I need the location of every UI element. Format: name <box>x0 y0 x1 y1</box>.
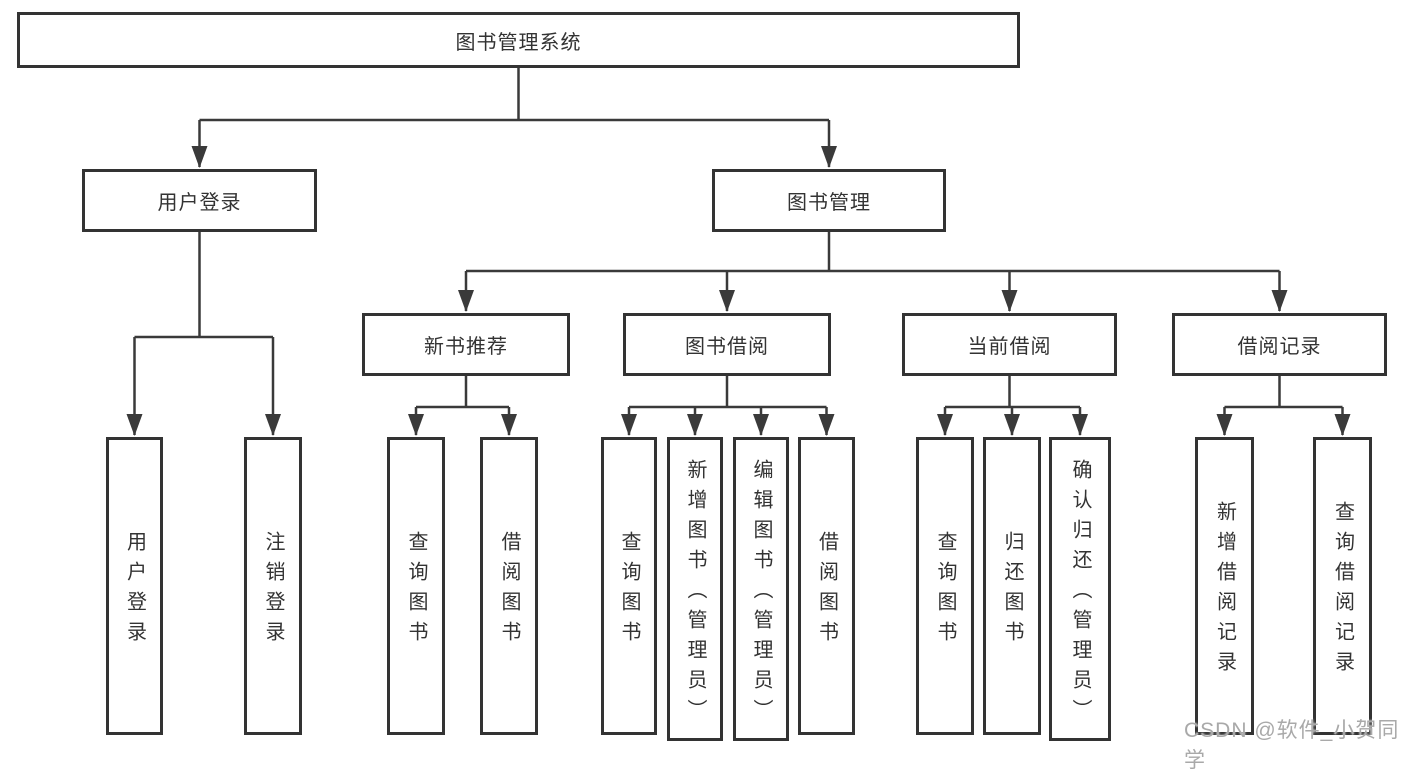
node-book-management-label: 图书管理 <box>787 192 871 214</box>
node-current-borrowing: 当前借阅 <box>902 313 1117 376</box>
leaf-return-books-label: 归还图书 <box>1001 531 1023 651</box>
connector-user-login-rail <box>134 232 273 339</box>
leaf-add-borrow-record: 新增借阅记录 <box>1195 437 1254 735</box>
connector-book-borrowing-rail <box>629 376 827 409</box>
node-new-book-recommend: 新书推荐 <box>362 313 570 376</box>
leaf-query-books-current: 查询图书 <box>916 437 974 735</box>
node-user-login-label: 用户登录 <box>157 192 242 214</box>
connector-borrowing-records-rail <box>1224 376 1343 409</box>
leaf-add-books-admin: 新增图书（管理员） <box>667 437 723 741</box>
leaf-query-borrow-record: 查询借阅记录 <box>1313 437 1372 735</box>
node-current-borrowing-label: 当前借阅 <box>967 336 1052 358</box>
connector-new-book-recommend-rail <box>416 376 509 409</box>
connector-book-management-rail <box>466 232 1280 273</box>
leaf-query-books-rec-label: 查询图书 <box>405 531 427 651</box>
node-borrowing-records: 借阅记录 <box>1172 313 1387 376</box>
connector-current-borrowing-rail <box>945 376 1080 409</box>
node-book-management: 图书管理 <box>712 169 946 232</box>
diagram-canvas: 图书管理系统 用户登录 图书管理 新书推荐 图书借阅 当前借阅 借阅记录 用户登… <box>17 12 1398 772</box>
watermark-text: CSDN @软件_小贺同学 <box>1184 719 1400 772</box>
node-root-label: 图书管理系统 <box>455 31 582 54</box>
node-book-borrowing-label: 图书借阅 <box>685 336 769 358</box>
leaf-query-books-current-label: 查询图书 <box>934 531 956 651</box>
leaf-edit-books-admin-label: 编辑图书（管理员） <box>750 459 772 729</box>
leaf-edit-books-admin: 编辑图书（管理员） <box>733 437 789 741</box>
leaf-add-books-admin-label: 新增图书（管理员） <box>684 459 706 729</box>
leaf-logout-login-label: 注销登录 <box>262 531 284 651</box>
leaf-return-books: 归还图书 <box>983 437 1041 735</box>
leaf-user-login-label: 用户登录 <box>123 531 146 651</box>
node-book-borrowing: 图书借阅 <box>623 313 831 376</box>
leaf-confirm-return-admin: 确认归还（管理员） <box>1049 437 1111 741</box>
leaf-borrow-books-borrow-label: 借阅图书 <box>815 531 838 651</box>
node-borrowing-records-label: 借阅记录 <box>1237 336 1322 358</box>
leaf-borrow-books-borrow: 借阅图书 <box>798 437 855 735</box>
leaf-borrow-books-rec-label: 借阅图书 <box>498 531 520 651</box>
leaf-query-books-borrow-label: 查询图书 <box>618 531 640 651</box>
leaf-logout-login: 注销登录 <box>244 437 302 735</box>
leaf-query-books-borrow: 查询图书 <box>601 437 657 735</box>
connector-root-rail <box>199 68 829 122</box>
node-new-book-recommend-label: 新书推荐 <box>424 336 508 358</box>
node-user-login: 用户登录 <box>82 169 317 232</box>
leaf-borrow-books-rec: 借阅图书 <box>480 437 538 735</box>
leaf-add-borrow-record-label: 新增借阅记录 <box>1213 501 1236 681</box>
leaf-user-login: 用户登录 <box>106 437 163 735</box>
leaf-confirm-return-admin-label: 确认归还（管理员） <box>1069 459 1091 729</box>
leaf-query-books-rec: 查询图书 <box>387 437 445 735</box>
node-root: 图书管理系统 <box>17 12 1020 68</box>
leaf-query-borrow-record-label: 查询借阅记录 <box>1331 501 1354 681</box>
